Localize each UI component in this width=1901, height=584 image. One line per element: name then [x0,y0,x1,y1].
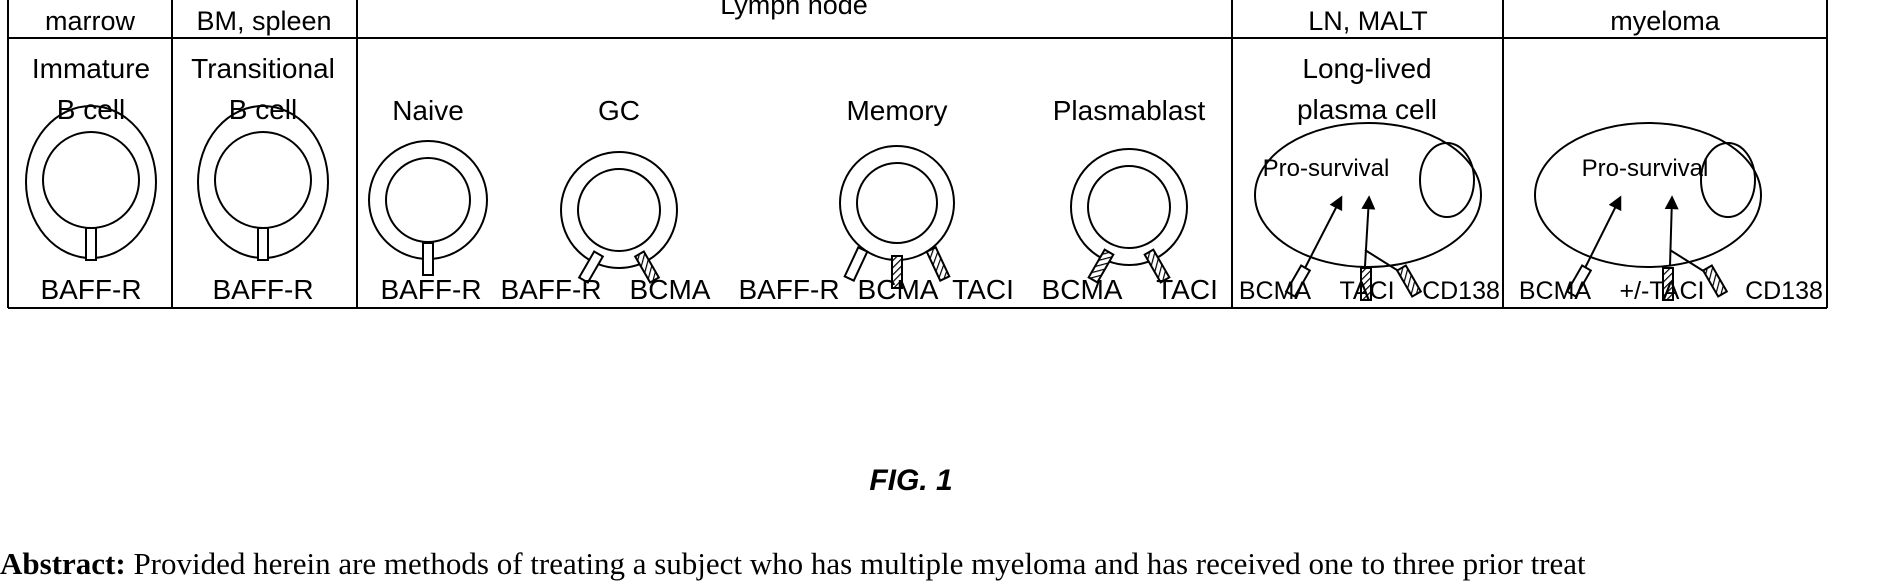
cell-long-lived-plasma [1255,123,1481,300]
receptor-llpc-3: CD138 [1422,277,1500,305]
header-col5: myeloma [1610,6,1721,36]
receptor-gc-1: BAFF-R [500,274,601,305]
label-immature-1: Immature [32,53,150,84]
receptor-plasmablast-1: BCMA [1042,274,1123,305]
receptor-plasmablast-2: TACI [1156,274,1218,305]
header-col2: BM, spleen [196,6,331,36]
cell-naive [369,141,487,275]
cell-gc [561,152,677,282]
receptor-gc-2: BCMA [630,274,711,305]
cell-myeloma [1535,123,1761,300]
header-col1: marrow [45,6,136,36]
abstract-paragraph: Abstract: Provided herein are methods of… [0,544,1901,584]
receptor-myeloma-2: +/-TACI [1620,277,1705,305]
label-long-lived-1: Long-lived [1302,53,1431,84]
label-transitional-2: B cell [229,94,297,125]
receptor-myeloma-1: BCMA [1519,277,1592,305]
receptor-memory-2: BCMA [858,274,939,305]
label-memory: Memory [846,95,947,126]
cell-transitional [198,106,328,260]
receptor-myeloma-3: CD138 [1745,277,1823,305]
cell-immature [26,106,156,260]
abstract-text: Provided herein are methods of treating … [126,546,1586,581]
pro-survival-label-2: Pro-survival [1582,155,1709,182]
receptor-llpc-2: TACI [1339,277,1394,305]
label-long-lived-2: plasma cell [1297,94,1437,125]
pro-survival-label-1: Pro-survival [1263,155,1390,182]
figure-label: FIG. 1 [869,464,952,497]
receptor-naive: BAFF-R [380,274,481,305]
cell-plasmablast [1071,149,1187,282]
header-col3: Lymph node [720,0,868,20]
receptor-immature: BAFF-R [40,274,141,305]
label-transitional-1: Transitional [191,53,335,84]
receptor-memory-3: TACI [952,274,1014,305]
label-naive: Naive [392,95,464,126]
receptor-memory-1: BAFF-R [738,274,839,305]
receptor-llpc-1: BCMA [1239,277,1312,305]
abstract-label: Abstract: [0,546,126,581]
label-plasmablast: Plasmablast [1053,95,1206,126]
cell-memory [840,146,954,288]
receptor-transitional: BAFF-R [212,274,313,305]
header-col4: LN, MALT [1308,6,1428,36]
label-gc: GC [598,95,640,126]
label-immature-2: B cell [57,94,125,125]
